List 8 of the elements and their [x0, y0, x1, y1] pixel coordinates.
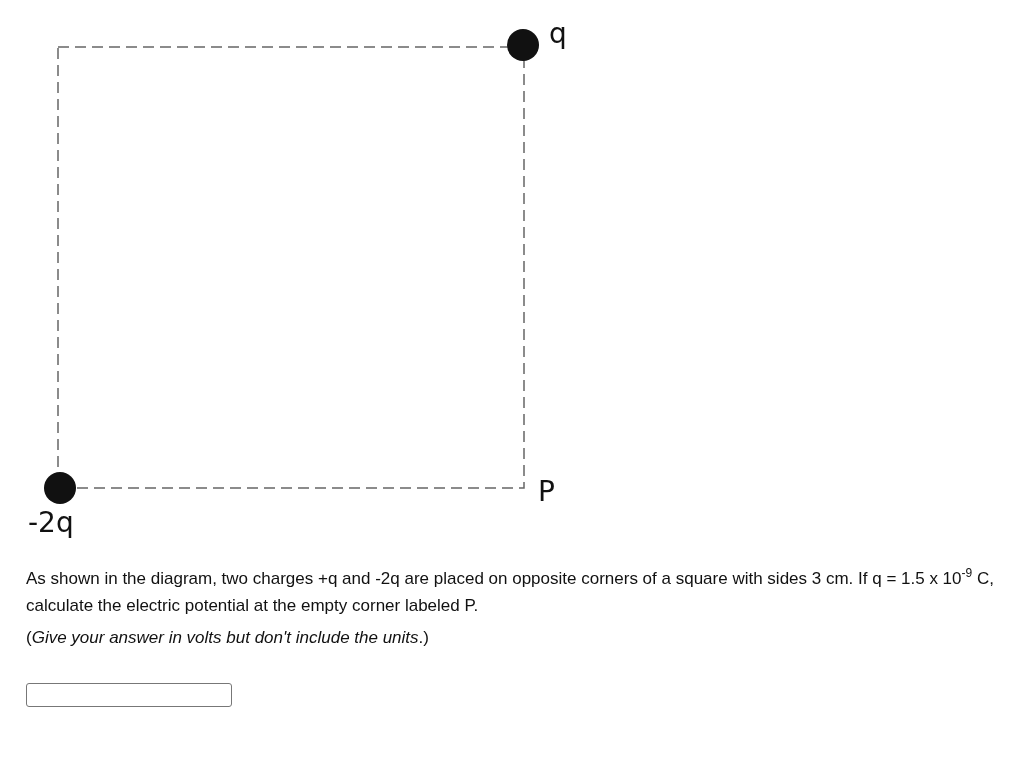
question-text: As shown in the diagram, two charges +q and -2q are placed on opposite corners of a square with sides 3 cm. If q = 1.5 x 10$^{-9}$ C, calculate the electric potential at the empty corner labeled P.: [26, 565, 995, 617]
charge-dot: [507, 29, 539, 61]
corner-label: P: [538, 478, 555, 506]
question-text: (Give your answer in volts but don't include the units.): [26, 627, 430, 649]
charge-dot: [44, 472, 76, 504]
charge-label: q: [549, 20, 567, 48]
charge-label: -2q: [28, 509, 74, 537]
dashed-square: [57, 46, 525, 489]
